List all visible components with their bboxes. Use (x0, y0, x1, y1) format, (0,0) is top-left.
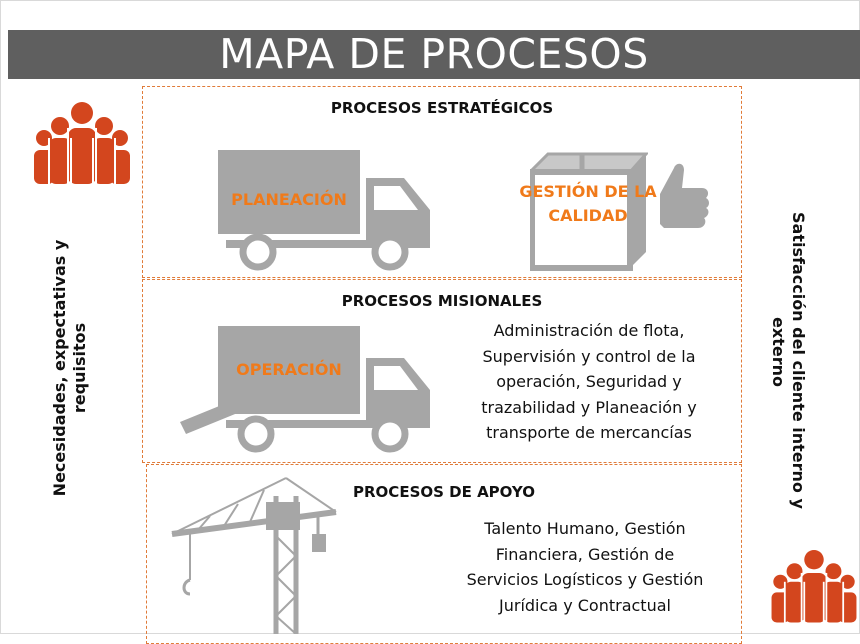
missional-desc-line: operación, Seguridad y (496, 372, 682, 391)
crane-icon (171, 477, 337, 634)
left-side-line2: requisitos (70, 322, 89, 414)
people-icon (34, 102, 130, 184)
truck-icon (218, 150, 430, 271)
left-side-label: Necesidades, expectativas y requisitos (50, 228, 90, 508)
people-icon (771, 549, 857, 623)
support-processes-title: PROCESOS DE APOYO (353, 483, 535, 501)
right-side-label: Satisfacción del cliente interno y exter… (768, 212, 808, 509)
page-title: MAPA DE PROCESOS (8, 30, 860, 79)
truck-icon (180, 326, 430, 453)
support-description: Talento Humano, Gestión Financiera, Gest… (432, 516, 738, 618)
strategic-processes-title: PROCESOS ESTRATÉGICOS (330, 99, 554, 117)
support-desc-line: Servicios Logísticos y Gestión (466, 570, 704, 589)
strategic-processes-box: PROCESOS ESTRATÉGICOS (142, 86, 742, 278)
missional-desc-line: trazabilidad y Planeación y (481, 397, 697, 417)
thumbs-up-icon (660, 163, 709, 228)
support-desc-line: Financiera, Gestión de (495, 544, 675, 564)
missional-desc-line: transporte de mercancías (486, 423, 692, 442)
missional-desc-line: Administración de flota, (493, 321, 685, 340)
left-side-line1: Necesidades, expectativas y (50, 239, 69, 497)
support-desc-line: Talento Humano, Gestión (484, 519, 686, 538)
quality-label: GESTIÓN DE LA CALIDAD (498, 180, 678, 228)
missional-desc-line: Supervisión y control de la (482, 346, 696, 366)
box-icon (530, 152, 648, 271)
quality-label-line1: GESTIÓN DE LA (519, 182, 657, 201)
quality-label-line2: CALIDAD (548, 206, 628, 225)
support-desc-line: Jurídica y Contractual (499, 595, 671, 615)
missional-description: Administración de flota, Supervisión y c… (440, 318, 738, 446)
operation-label: OPERACIÓN (236, 360, 342, 379)
missional-processes-title: PROCESOS MISIONALES (341, 292, 543, 310)
missional-processes-box: PROCESOS MISIONALES (142, 279, 742, 463)
planning-label: PLANEACIÓN (231, 190, 347, 209)
right-side-line2: externo (769, 317, 788, 387)
right-side-line1: Satisfacción del cliente interno y (789, 212, 808, 509)
